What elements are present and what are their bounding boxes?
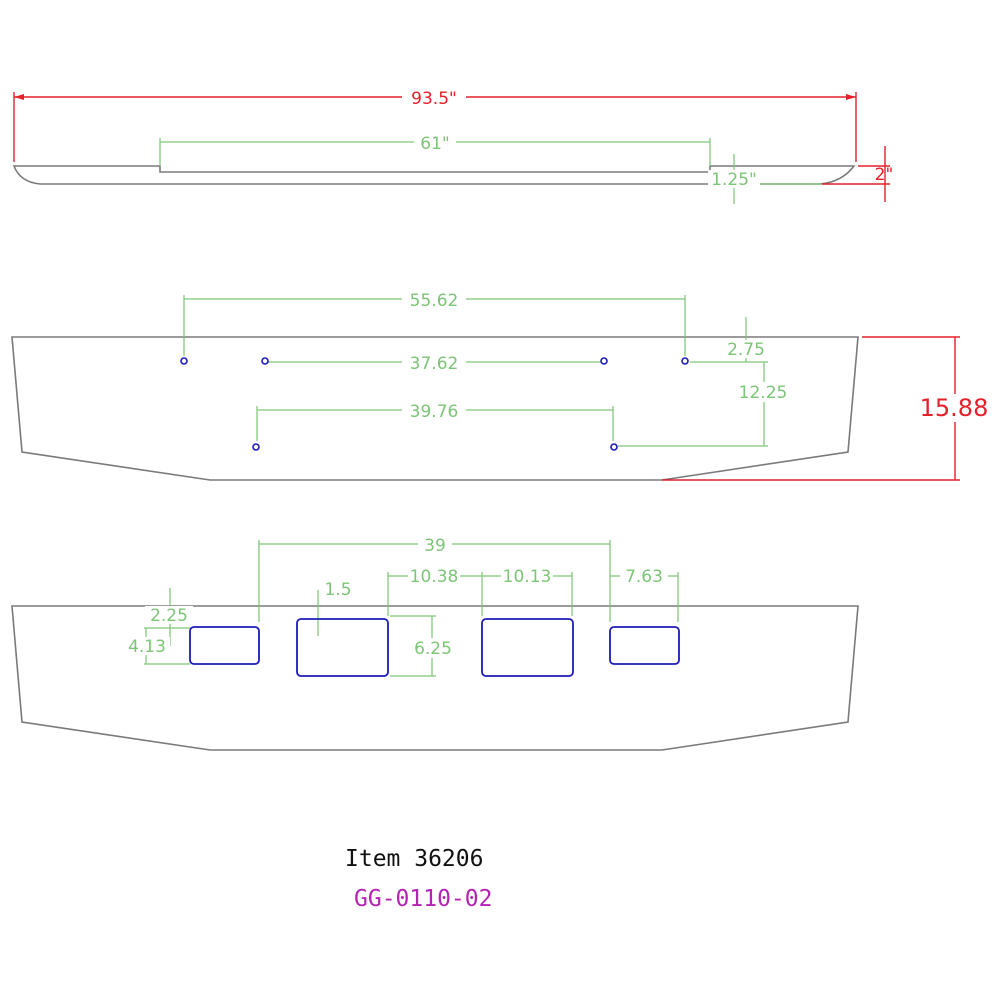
item-number: Item 36206 bbox=[345, 846, 484, 872]
gap-c-label: 7.63 bbox=[625, 567, 663, 587]
mount-hole-outer-left bbox=[180, 357, 188, 365]
hole-vertical-label-bg bbox=[735, 382, 791, 402]
center-length-label: 61" bbox=[420, 134, 449, 154]
cutout-span-label: 39 bbox=[424, 536, 446, 556]
hole-vertical-label: 12.25 bbox=[739, 383, 788, 403]
mount-hole-inner-right bbox=[600, 357, 608, 365]
inner-holes-label: 37.62 bbox=[410, 354, 459, 374]
overall-length-arrow-left bbox=[14, 94, 24, 100]
outer-holes-label: 55.62 bbox=[410, 291, 459, 311]
light-cutout-1 bbox=[189, 626, 260, 665]
inner-holes-label-bg bbox=[402, 352, 466, 372]
overall-height-label-bg bbox=[916, 394, 992, 422]
gap-a-label: 10.38 bbox=[410, 567, 459, 587]
light-cutout-4 bbox=[609, 626, 680, 665]
lower-holes-label: 39.76 bbox=[410, 402, 459, 422]
cutout-top-offset-label: 1.5 bbox=[324, 580, 351, 600]
gap-a-label-bg bbox=[408, 567, 460, 585]
light-cutout-2 bbox=[296, 618, 389, 677]
overall-height-label: 15.88 bbox=[920, 394, 989, 422]
gap-c-label-bg bbox=[620, 567, 668, 585]
end-height-label: 2" bbox=[875, 165, 894, 185]
lower-holes-label-bg bbox=[402, 400, 466, 420]
cutout-height-label-bg bbox=[408, 638, 458, 658]
outer-holes-label-bg bbox=[402, 289, 466, 309]
overall-length-arrow-right bbox=[846, 94, 856, 100]
cutout-span-label-bg bbox=[418, 534, 452, 554]
part-code: GG-0110-02 bbox=[354, 886, 493, 912]
mount-hole-inner-left bbox=[261, 357, 269, 365]
light-cutout-3 bbox=[481, 618, 574, 677]
mount-hole-lower-right bbox=[610, 443, 618, 451]
cutout-height-label: 6.25 bbox=[414, 639, 452, 659]
bottom-view-outline bbox=[11, 605, 859, 751]
bottom-view: 39 1.5 10.38 10.13 7.63 2.25 4.13 bbox=[11, 534, 859, 751]
overall-length-label-bg bbox=[402, 87, 466, 107]
top-offset-label: 2.75 bbox=[727, 340, 765, 360]
cutout-offset-total-label-bg bbox=[124, 637, 170, 655]
cutout-offset-top-label-bg bbox=[145, 606, 193, 624]
top-view-outline bbox=[12, 165, 856, 185]
gap-b-label: 10.13 bbox=[503, 567, 552, 587]
mount-hole-lower-left bbox=[252, 443, 260, 451]
mount-hole-outer-right bbox=[681, 357, 689, 365]
middle-view: 55.62 37.62 39.76 2.75 12.25 15.88 bbox=[11, 289, 992, 481]
step-height-label-bg bbox=[708, 170, 760, 188]
top-offset-label-bg bbox=[722, 340, 770, 358]
overall-length-label: 93.5" bbox=[411, 89, 457, 109]
top-view: 93.5" 61" 1.25" 2" bbox=[12, 87, 894, 204]
step-height-label: 1.25" bbox=[711, 170, 757, 190]
center-length-label-bg bbox=[414, 132, 456, 152]
cutout-offset-total-label: 4.13 bbox=[128, 637, 166, 657]
gap-b-label-bg bbox=[501, 567, 553, 585]
cutout-offset-top-label: 2.25 bbox=[150, 606, 188, 626]
